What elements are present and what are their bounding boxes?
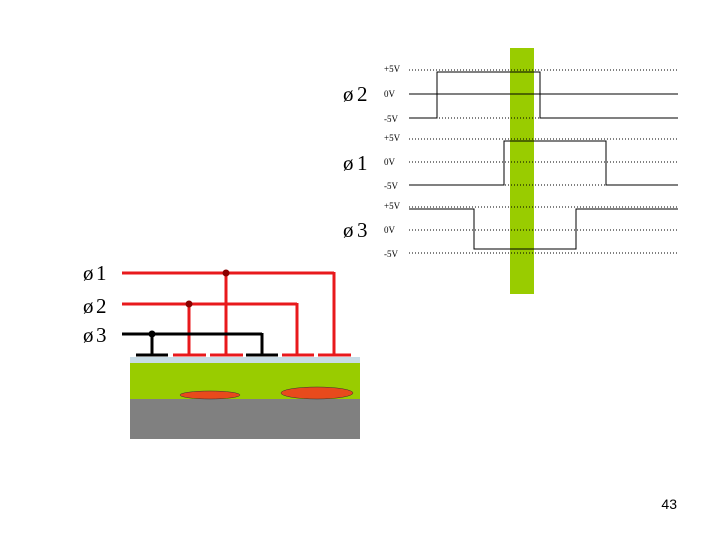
junction-dot [222,269,230,277]
clock-waveform-phase-2 [409,71,678,119]
junction-dot [148,330,156,338]
level-label-low: -5V [384,181,398,191]
timing-row-phase-3: ø 3 +5V 0V -5V [343,201,678,259]
timing-phase-2-symbol: ø [343,82,354,106]
timing-row-phase-1: ø 1 +5V 0V -5V [343,133,678,191]
level-label-mid: 0V [384,89,396,99]
timing-phase-1-index: 1 [357,151,368,175]
charge-packet-large [280,386,354,400]
level-label-mid: 0V [384,225,396,235]
oxide-layer [130,357,360,363]
bus-labels: ø 1 ø 2 ø 3 [83,261,107,347]
level-label-high: +5V [384,64,401,74]
page-number: 43 [661,496,677,512]
ccd-cross-section [130,357,360,439]
timing-phase-1-symbol: ø [343,151,354,175]
clock-waveform-phase-3 [409,208,678,250]
bus-phase-2-index: 2 [96,294,107,318]
timing-phase-3-index: 3 [357,218,368,242]
clock-wiring [122,269,351,357]
charge-packet-small [179,390,241,400]
timing-diagram: ø 2 +5V 0V -5V ø 1 +5V 0V -5V ø 3 +5V [343,48,678,294]
timing-row-phase-2: ø 2 +5V 0V -5V [343,64,678,124]
bus-phase-1-symbol: ø [83,261,94,285]
bus-phase-1-index: 1 [96,261,107,285]
junction-dot [185,300,193,308]
level-label-low: -5V [384,249,398,259]
timing-phase-3-symbol: ø [343,218,354,242]
bus-phase-3-symbol: ø [83,323,94,347]
level-label-mid: 0V [384,157,396,167]
level-label-high: +5V [384,201,401,211]
level-label-low: -5V [384,114,398,124]
clock-waveform-phase-1 [409,140,678,186]
sample-window-highlight [510,48,534,294]
timing-phase-2-index: 2 [357,82,368,106]
bus-phase-2-symbol: ø [83,294,94,318]
substrate-layer [130,399,360,439]
level-label-high: +5V [384,133,401,143]
bus-phase-3-index: 3 [96,323,107,347]
